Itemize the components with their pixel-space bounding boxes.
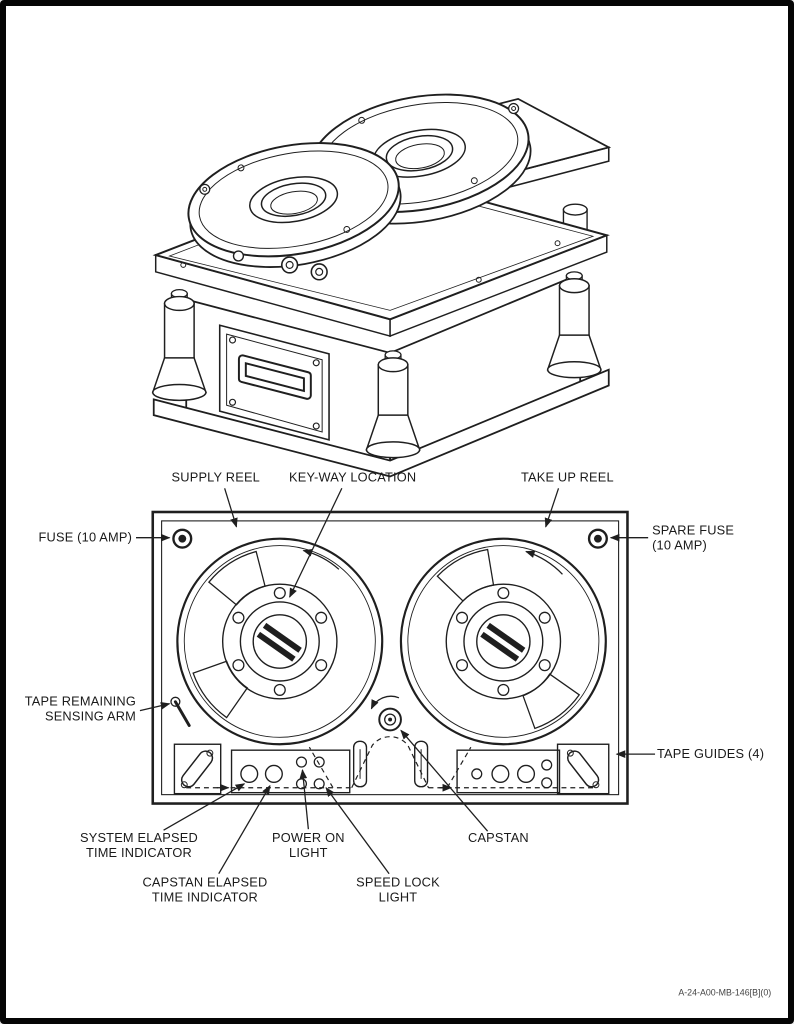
speed-lock-light: [313, 778, 325, 790]
callout-system-elapsed-line2: TIME INDICATOR: [86, 845, 192, 860]
shock-mount-left: [151, 288, 207, 402]
base-frame: [152, 368, 610, 478]
callout-speed-lock-line2: LIGHT: [379, 889, 418, 904]
callout-speed-lock-line1: SPEED LOCK: [356, 875, 440, 890]
callout-tape-remaining-line1: TAPE REMAINING: [25, 694, 136, 709]
callout-power-on-line1: POWER ON: [272, 830, 345, 845]
panel-top-view: [151, 510, 629, 805]
fuse-drawing: [172, 528, 193, 549]
panel-inner-border: [161, 520, 620, 796]
rotation-arrow: [302, 548, 340, 570]
callout-leaders: [136, 488, 656, 875]
keyway-drawing: [252, 614, 308, 669]
callout-capstan-elapsed-line2: TIME INDICATOR: [152, 889, 258, 904]
callout-power-on-line2: LIGHT: [289, 845, 328, 860]
callout-capstan: CAPSTAN: [468, 830, 529, 845]
callout-tape-remaining-line2: SENSING ARM: [45, 709, 136, 724]
callout-tape-guides: TAPE GUIDES (4): [657, 746, 764, 761]
front-reel-drawing: [187, 142, 402, 268]
callout-keyway-location: KEY-WAY LOCATION: [289, 469, 416, 484]
callout-take-up-reel: TAKE UP REEL: [521, 469, 614, 484]
system-elapsed-time-indicator: [240, 764, 259, 783]
indicator-cluster-left: [230, 749, 351, 794]
supply-reel-drawing: [176, 537, 384, 746]
power-on-light: [295, 756, 308, 768]
callout-spare-fuse-line2: (10 AMP): [652, 538, 707, 553]
carry-handle: [218, 324, 330, 441]
spare-fuse-drawing: [587, 528, 608, 549]
keyway-drawing: [476, 614, 531, 669]
capstan-elapsed-time-indicator: [264, 764, 283, 783]
callout-system-elapsed-line1: SYSTEM ELAPSED: [80, 830, 198, 845]
figure-code: A-24-A00-MB-146[B](0): [678, 987, 771, 997]
tape-guide-left: [173, 743, 222, 795]
shock-mount-right: [546, 271, 602, 379]
deck-knobs: [180, 240, 561, 283]
callout-capstan-elapsed-line1: CAPSTAN ELAPSED: [142, 875, 267, 890]
callout-supply-reel: SUPPLY REEL: [172, 469, 260, 484]
tape-remaining-sensing-arm-drawing: [170, 696, 191, 727]
takeup-reel-drawing: [399, 537, 607, 746]
callout-labels: SUPPLY REEL KEY-WAY LOCATION TAKE UP REE…: [25, 469, 764, 904]
callout-fuse: FUSE (10 AMP): [39, 530, 133, 545]
callout-spare-fuse-line1: SPARE FUSE: [652, 523, 734, 538]
figure-canvas: SUPPLY REEL KEY-WAY LOCATION TAKE UP REE…: [25, 93, 771, 997]
shock-mount-front: [365, 350, 421, 459]
isometric-recorder-drawing: [151, 93, 612, 478]
main-deck-plate: [152, 170, 610, 338]
rotation-arrow: [525, 550, 563, 575]
tape-guide-right: [556, 743, 610, 795]
